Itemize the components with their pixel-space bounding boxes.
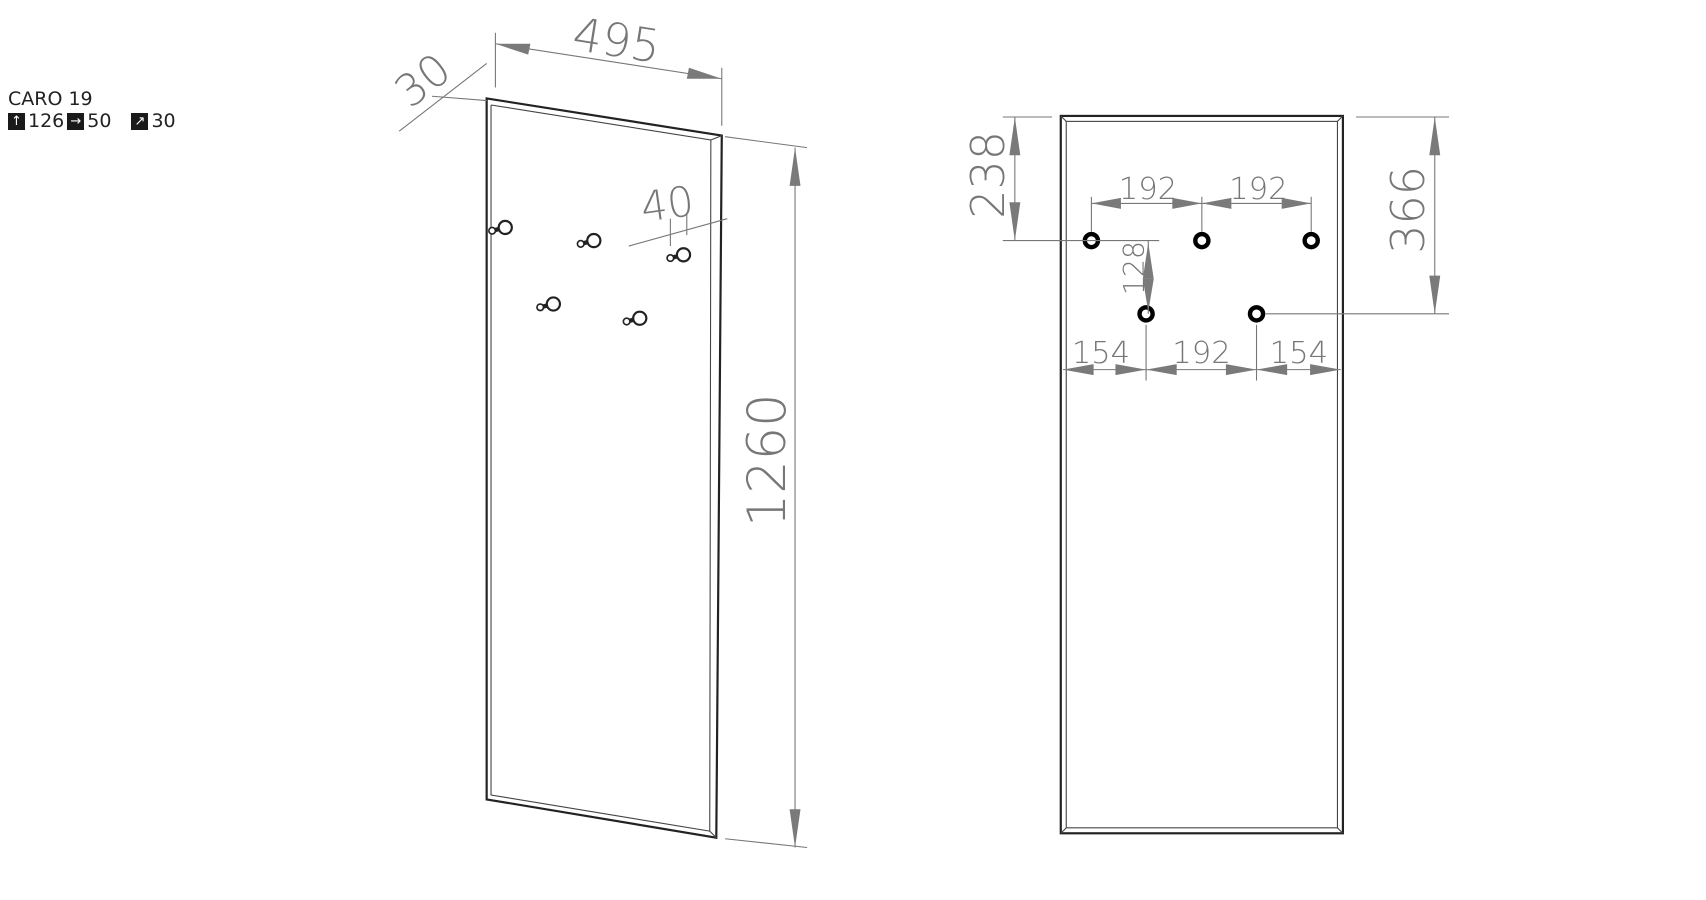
mounting-hole xyxy=(1247,305,1266,323)
dimension-label: 192 xyxy=(1172,336,1230,371)
arrow-right-icon: → xyxy=(67,112,85,130)
dimension-lower-spacing: 154 192 154 xyxy=(1062,324,1341,381)
dimension-label: 495 xyxy=(569,7,664,74)
dimension-width-495: 495 xyxy=(494,7,723,126)
dimension-height-1260: 1260 xyxy=(724,136,808,849)
dimension-label: 366 xyxy=(1381,166,1435,254)
dimension-238: 238 xyxy=(961,116,1160,242)
dimension-label: 30 xyxy=(385,44,460,118)
hook xyxy=(666,247,692,263)
arrow-diagonal-icon: ↗ xyxy=(131,112,149,130)
dimension-depth-30: 30 xyxy=(385,44,487,132)
mounting-hole xyxy=(1137,305,1155,323)
mounting-hole xyxy=(1193,231,1211,250)
panel-perspective xyxy=(485,97,723,839)
arrow-up-icon: ↑ xyxy=(8,112,25,130)
hook xyxy=(622,310,648,326)
panel-front xyxy=(1059,114,1345,835)
dimension-128: 128 xyxy=(1118,240,1154,314)
height-value: 126 xyxy=(28,110,65,132)
dimension-label: 192 xyxy=(1229,172,1287,207)
dimension-label: 40 xyxy=(638,176,697,232)
dimension-label: 154 xyxy=(1072,336,1130,371)
dimension-label: 238 xyxy=(961,131,1015,219)
mounting-hole xyxy=(1302,231,1320,250)
product-name: CARO 19 xyxy=(8,88,93,110)
depth-value: 30 xyxy=(151,110,176,132)
dimension-label: 128 xyxy=(1118,241,1151,295)
product-info: CARO 19 ↑126 →50 ↗30 xyxy=(8,88,176,132)
dimension-label: 1260 xyxy=(737,394,798,528)
hook xyxy=(536,296,562,312)
mounting-holes xyxy=(1082,231,1320,323)
hooks-perspective xyxy=(488,219,692,326)
dimension-366: 366 xyxy=(1265,116,1449,315)
hook xyxy=(576,232,602,249)
dimension-label: 192 xyxy=(1119,172,1177,207)
width-value: 50 xyxy=(87,110,112,132)
dimension-upper-spacing: 192 192 xyxy=(1090,172,1312,232)
hook xyxy=(488,219,513,236)
dimension-hook-depth-40: 40 xyxy=(628,176,728,247)
dimension-label: 154 xyxy=(1270,336,1328,371)
